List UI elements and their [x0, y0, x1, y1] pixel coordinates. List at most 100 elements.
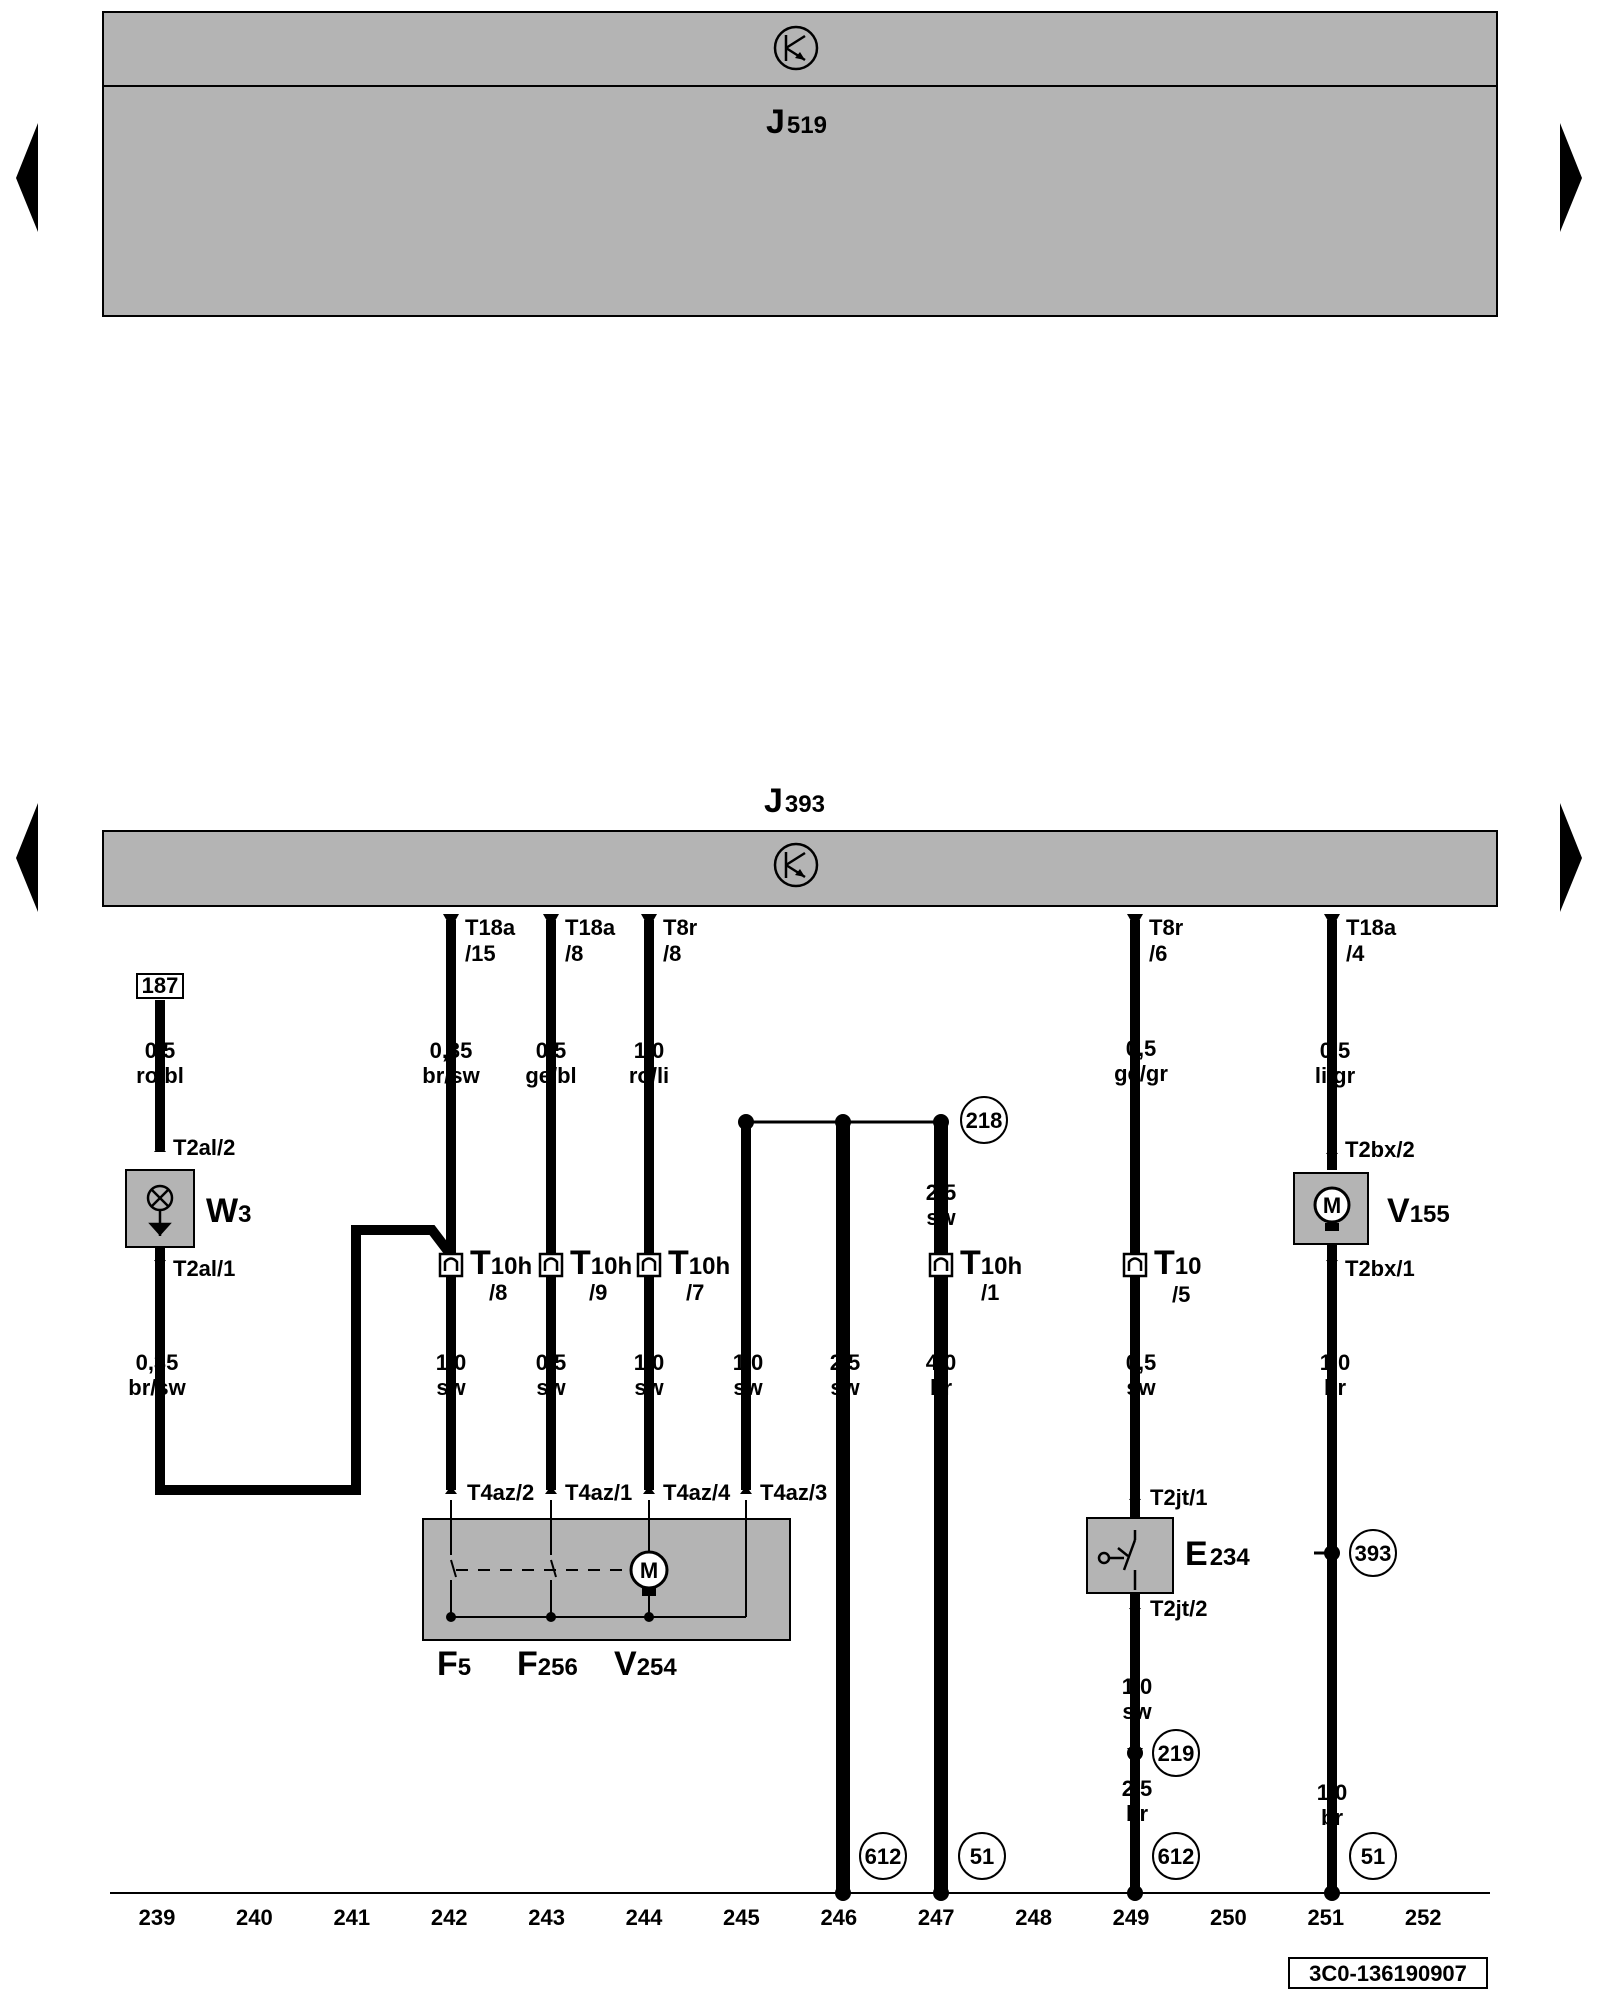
- pin-label: T18a: [465, 915, 516, 940]
- wire-color: br: [930, 1375, 952, 1400]
- motor-icon: M: [629, 1550, 669, 1596]
- wire-color: ge/gr: [1114, 1061, 1168, 1086]
- svg-text:612: 612: [1158, 1844, 1195, 1869]
- ref-box-187: [136, 973, 184, 999]
- wire-size: 2,5: [830, 1350, 861, 1375]
- wire-color: ro/li: [629, 1063, 669, 1088]
- pin-label: T18a: [565, 915, 616, 940]
- arrow-right-icon[interactable]: [1560, 803, 1582, 912]
- arrow-left-icon[interactable]: [16, 123, 38, 232]
- column-number: 246: [820, 1905, 857, 1930]
- svg-text:218: 218: [966, 1108, 1003, 1133]
- component-label-v254: V254: [614, 1645, 677, 1683]
- wire-size: 1,0: [733, 1350, 764, 1375]
- wire-color: sw: [634, 1375, 664, 1400]
- wire-color: br/sw: [422, 1063, 480, 1088]
- wire-size: 0,5: [536, 1350, 567, 1375]
- control-unit-j393: J393: [102, 782, 1498, 907]
- wire-color: sw: [436, 1375, 466, 1400]
- ref-circle-51[interactable]: 51: [958, 1832, 1006, 1880]
- column-number: 252: [1405, 1905, 1442, 1930]
- wire-color: sw: [536, 1375, 566, 1400]
- arrow-right-icon[interactable]: [1560, 123, 1582, 232]
- wire-size: 1,0: [634, 1038, 665, 1063]
- wire-color: sw: [733, 1375, 763, 1400]
- part-number-box: [1288, 1957, 1488, 1989]
- ref-circle-612[interactable]: 612: [859, 1832, 907, 1880]
- control-unit-symbol-icon: [773, 25, 819, 71]
- j393-label: J393: [764, 782, 825, 820]
- pin-label: T8r: [663, 915, 698, 940]
- ref-box-label: 187: [142, 973, 179, 998]
- lamp-icon: [146, 1184, 174, 1236]
- part-number: 3C0-136190907: [1309, 1961, 1467, 1986]
- wire-size: 0,5: [145, 1038, 176, 1063]
- ref-circle-218[interactable]: 218: [960, 1096, 1008, 1144]
- connector-label: T10h: [570, 1244, 632, 1282]
- pin-label: T2jt/1: [1150, 1485, 1207, 1510]
- column-number: 248: [1015, 1905, 1052, 1930]
- wire-size: 1,0: [1317, 1780, 1348, 1805]
- connector-label: T10h: [668, 1244, 730, 1282]
- connector-label: T10: [1154, 1244, 1201, 1282]
- svg-text:51: 51: [1361, 1844, 1385, 1869]
- ref-circle-612[interactable]: 612: [1152, 1832, 1200, 1880]
- pin-label: T4az/4: [663, 1480, 731, 1505]
- connector-pin: /7: [686, 1280, 704, 1305]
- ref-circle-219[interactable]: 219: [1152, 1729, 1200, 1777]
- wire-color: sw: [830, 1375, 860, 1400]
- svg-text:393: 393: [1355, 1541, 1392, 1566]
- svg-text:51: 51: [970, 1844, 994, 1869]
- column-number: 251: [1307, 1905, 1344, 1930]
- wire-size: 0,5: [1126, 1350, 1157, 1375]
- wire-size: 2,5: [926, 1180, 957, 1205]
- wire-size: 1,0: [1122, 1674, 1153, 1699]
- wire-color: br: [1324, 1375, 1346, 1400]
- switch-motor-assembly[interactable]: M: [422, 1500, 791, 1641]
- control-unit-symbol-icon: [773, 842, 819, 888]
- switch-icon: [1097, 1530, 1137, 1590]
- wire-color: br: [1321, 1805, 1343, 1830]
- wire-color: sw: [1126, 1375, 1156, 1400]
- component-label-f5: F5: [437, 1645, 471, 1683]
- wire-size: 0,35: [430, 1038, 473, 1063]
- control-unit-j519: J519: [102, 11, 1498, 317]
- ref-circle-51[interactable]: 51: [1349, 1832, 1397, 1880]
- column-number: 239: [139, 1905, 176, 1930]
- column-number: 243: [528, 1905, 565, 1930]
- wire-size: 1,0: [436, 1350, 467, 1375]
- lamp-w3[interactable]: [125, 1169, 195, 1248]
- wire-size: 0,5: [1320, 1038, 1351, 1063]
- wire-size: 0,5: [536, 1038, 567, 1063]
- motor-v155[interactable]: M: [1293, 1172, 1369, 1245]
- wire-color: li/gr: [1315, 1063, 1356, 1088]
- pin-label: T18a: [1346, 915, 1397, 940]
- wire-color: br: [1126, 1801, 1148, 1826]
- wire-size: 1,0: [634, 1350, 665, 1375]
- column-number: 245: [723, 1905, 760, 1930]
- junction-dots: [738, 1114, 1340, 1901]
- wire-size: 2,5: [1122, 1776, 1153, 1801]
- motor-icon: M: [1313, 1186, 1351, 1231]
- connector-pin: /9: [589, 1280, 607, 1305]
- connector-label: T10h: [960, 1244, 1022, 1282]
- wire-size: 0,35: [136, 1350, 179, 1375]
- pin-label: /8: [663, 941, 681, 966]
- pin-label: T2al/1: [173, 1256, 235, 1281]
- pin-label: /4: [1346, 941, 1365, 966]
- connector-label: T10h: [470, 1244, 532, 1282]
- pin-label: T4az/3: [760, 1480, 827, 1505]
- arrow-left-icon[interactable]: [16, 803, 38, 912]
- connector-icon: [438, 1252, 1148, 1278]
- switch-e234[interactable]: [1086, 1517, 1174, 1594]
- component-label-e234: E234: [1185, 1535, 1250, 1573]
- ref-circle-393[interactable]: 393: [1349, 1529, 1397, 1577]
- pin-label: T2bx/2: [1345, 1137, 1415, 1162]
- column-number: 247: [918, 1905, 955, 1930]
- component-label-v155: V155: [1387, 1192, 1450, 1230]
- column-number: 249: [1113, 1905, 1150, 1930]
- wire-color: sw: [1122, 1699, 1152, 1724]
- pin-arrows: [443, 914, 1340, 928]
